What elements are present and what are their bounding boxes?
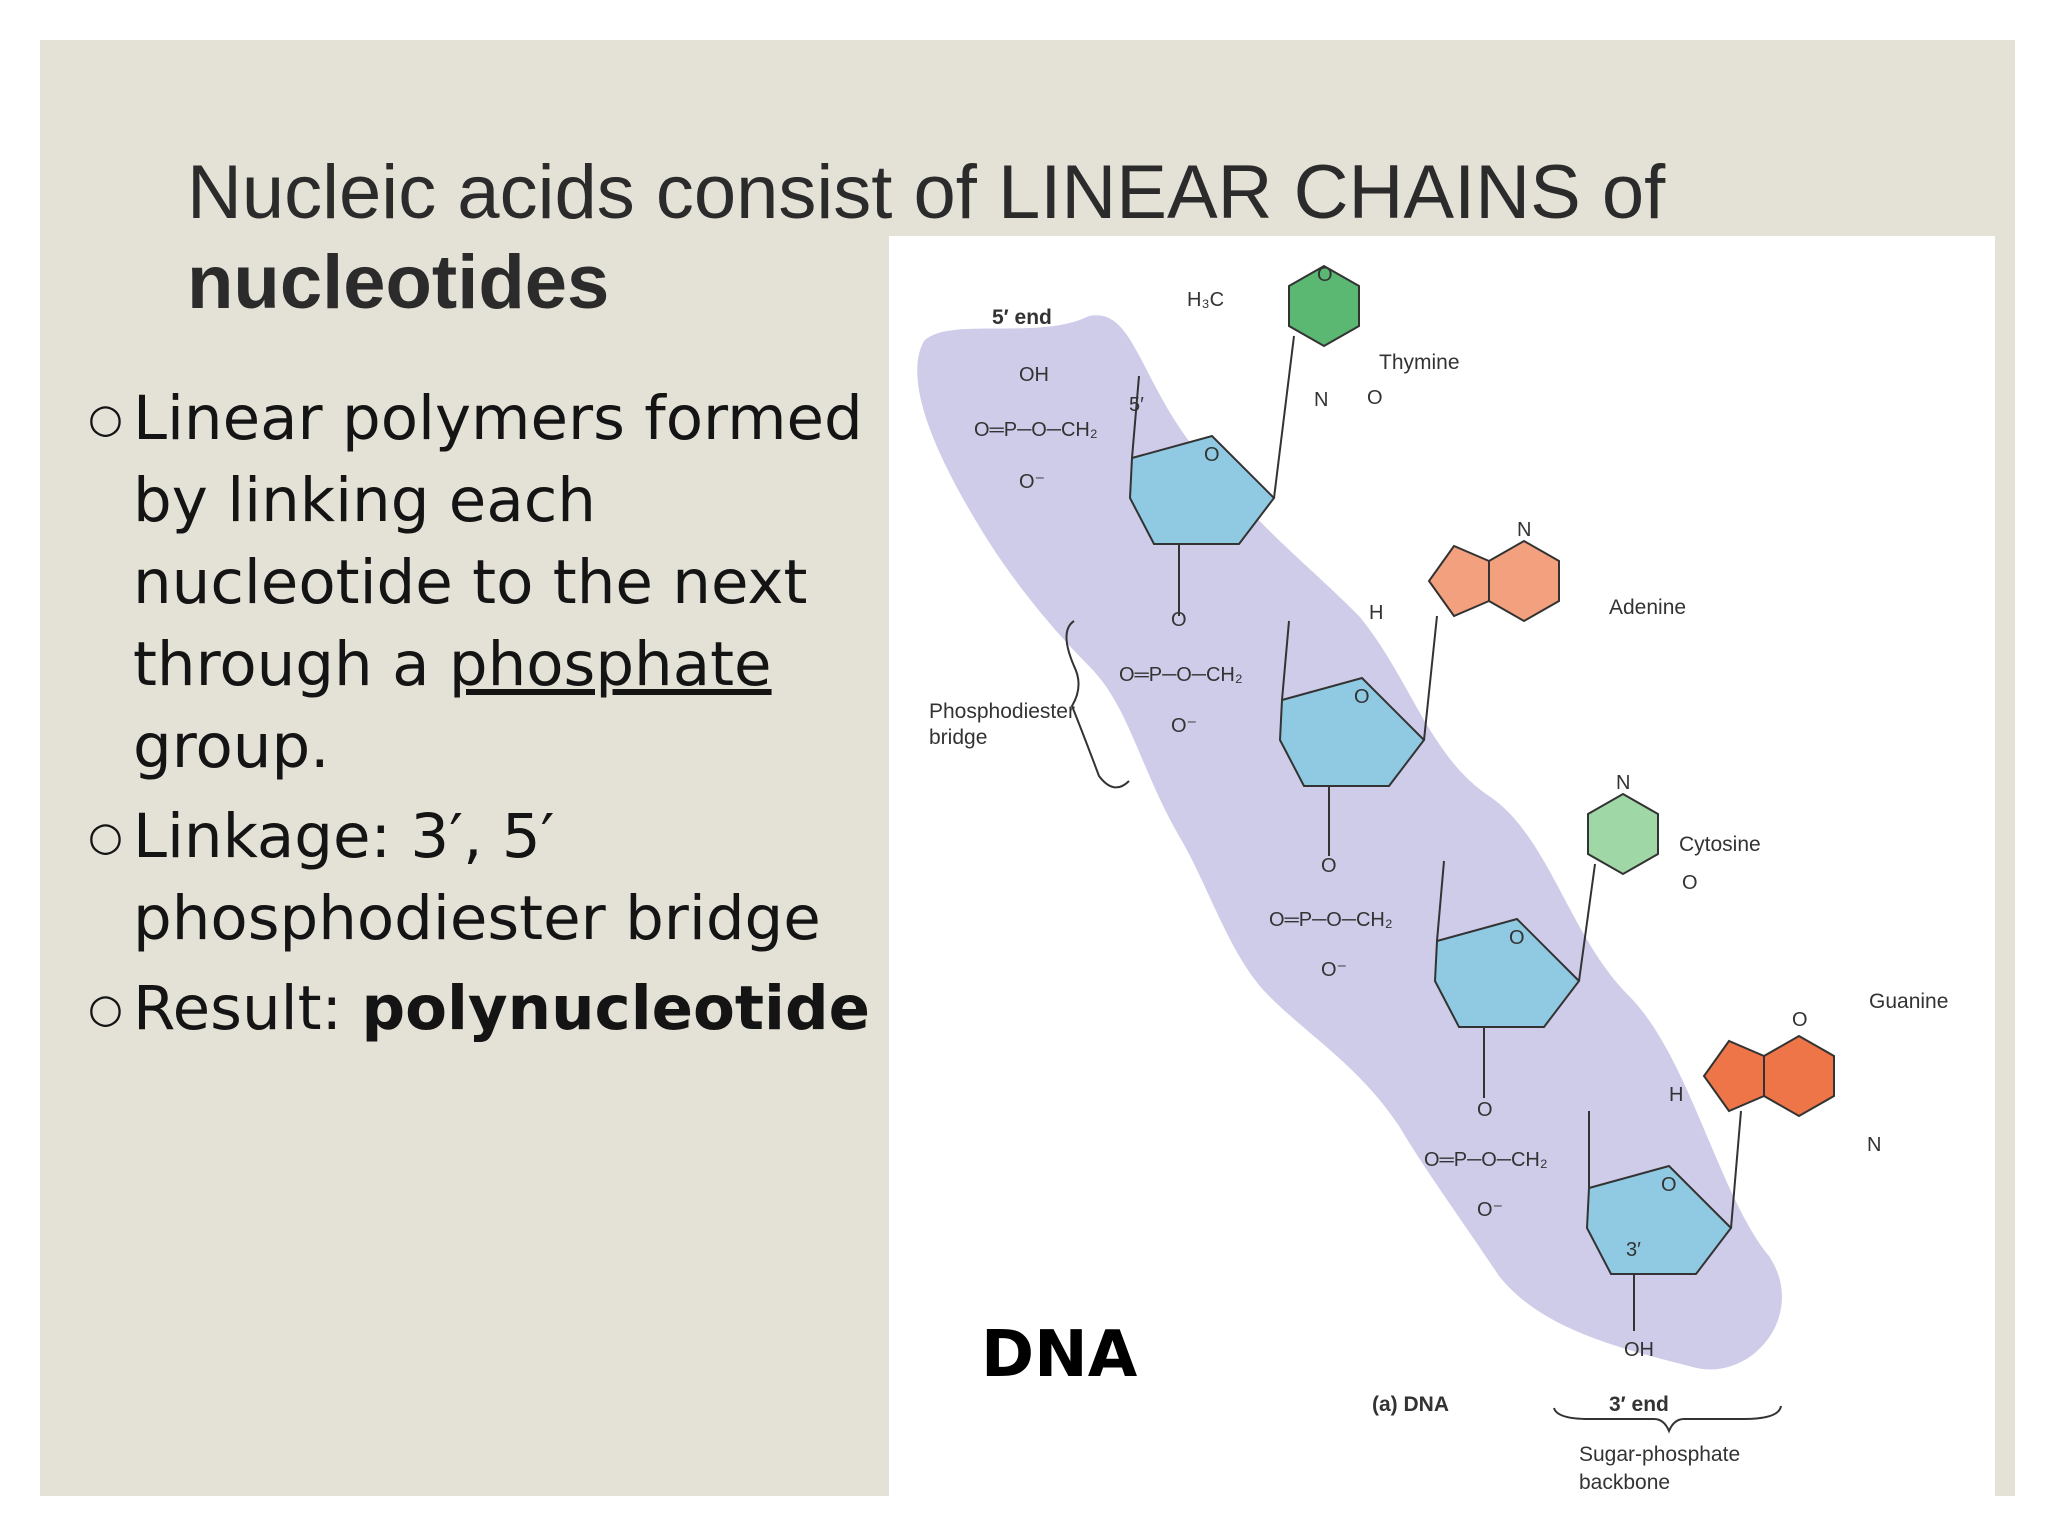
thymine-ring [1288, 264, 1360, 348]
bond-3 [1578, 863, 1596, 982]
sugar-ring-3 [1433, 917, 1581, 1028]
o-minus-4: O⁻ [1477, 1199, 1503, 1221]
bullet-2-text: Linkage: 3′, 5′ phosphodiester bridge [133, 801, 821, 954]
bond-1 [1273, 335, 1295, 499]
phosphate-group-3: O═P─O─CH₂ [1269, 909, 1393, 931]
o-bridge-3: O [1321, 855, 1337, 877]
thymine-h3c: H₃C [1187, 289, 1224, 311]
sugar-ring-2 [1278, 676, 1426, 787]
cytosine-o: O [1682, 872, 1698, 894]
bullet-circle-icon: ○ [88, 986, 123, 1032]
bullet-item-1: ○Linear polymers formed by linking each … [88, 378, 888, 788]
bullet-circle-icon: ○ [88, 396, 123, 442]
guanine-label: Guanine [1869, 990, 1948, 1013]
backbone-label-2: backbone [1579, 1471, 1670, 1494]
phosphate-group-1: O═P─O─CH₂ [974, 419, 1098, 441]
guanine-o: O [1792, 1009, 1808, 1031]
backbone-band [917, 315, 1782, 1370]
backbone-label-1: Sugar-phosphate [1579, 1443, 1740, 1466]
adenine-h: H [1369, 602, 1383, 624]
dna-structure-diagram [917, 315, 1782, 1370]
adenine-n-amino: N [1517, 519, 1531, 541]
caption-label: (a) DNA [1372, 1393, 1449, 1416]
bullet-1-end: group. [133, 711, 330, 782]
bullet-list: ○Linear polymers formed by linking each … [88, 378, 888, 1058]
title-line-2: nucleotides [187, 240, 610, 325]
adenine-label: Adenine [1609, 596, 1686, 619]
five-prime-mark: 5′ [1129, 394, 1144, 416]
sugar-o-2: O [1354, 686, 1370, 708]
bullet-1-text: Linear polymers formed by linking each n… [133, 383, 863, 700]
dna-detail-layer: 5′ end Thymine Adenine Cytosine Guanine … [929, 264, 1948, 1494]
bullet-item-3: ○Result: polynucleotide [88, 968, 888, 1050]
thymine-n: N [1314, 389, 1328, 411]
title-line-1: Nucleic acids consist of LINEAR CHAINS o… [187, 150, 1666, 235]
cytosine-n-amino: N [1616, 772, 1630, 794]
dna-big-label: DNA [981, 1318, 1138, 1392]
three-prime-mark: 3′ [1626, 1239, 1641, 1261]
bullet-item-2: ○Linkage: 3′, 5′ phosphodiester bridge [88, 796, 888, 960]
guanine-ring-6 [1763, 1034, 1835, 1118]
backbone-brace [1553, 1405, 1782, 1434]
bond-10 [1281, 620, 1290, 701]
sugar-ring-4 [1585, 1164, 1733, 1275]
oh-5prime: OH [1019, 364, 1049, 386]
dna-figure-panel: 5′ end Thymine Adenine Cytosine Guanine … [889, 236, 1995, 1500]
thymine-o-top: O [1317, 264, 1333, 286]
phosphate-group-2: O═P─O─CH₂ [1119, 664, 1243, 686]
o-minus-3: O⁻ [1321, 959, 1347, 981]
sugar-o-1: O [1204, 444, 1220, 466]
bond-9 [1131, 375, 1140, 459]
bond-4 [1730, 1110, 1742, 1229]
thymine-label: Thymine [1379, 351, 1460, 374]
o-minus-1: O⁻ [1019, 471, 1045, 493]
three-prime-end-label: 3′ end [1609, 1393, 1669, 1416]
phosphodiester-label-2: bridge [929, 726, 987, 749]
bullet-3-text: Result: [133, 973, 362, 1044]
five-prime-end-label: 5′ end [992, 306, 1052, 329]
bullet-3-bold: polynucleotide [361, 973, 870, 1044]
o-minus-2: O⁻ [1171, 715, 1197, 737]
sugar-o-3: O [1509, 927, 1525, 949]
thymine-o-side: O [1367, 387, 1383, 409]
sugar-ring-1 [1128, 434, 1276, 545]
bullet-circle-icon: ○ [88, 814, 123, 860]
adenine-ring-5 [1427, 544, 1490, 618]
oh-3prime: OH [1624, 1339, 1654, 1361]
guanine-ring-5 [1702, 1039, 1765, 1113]
phosphate-group-4: O═P─O─CH₂ [1424, 1149, 1548, 1171]
o-bridge-2: O [1171, 609, 1187, 631]
bond-11 [1436, 860, 1445, 942]
bond-2 [1423, 615, 1438, 741]
cytosine-ring [1587, 792, 1659, 876]
phosphate-link[interactable]: phosphate [448, 629, 772, 700]
guanine-h: H [1669, 1084, 1683, 1106]
slide-title: Nucleic acids consist of LINEAR CHAINS o… [187, 148, 1787, 328]
phosphodiester-brace [1065, 620, 1130, 789]
sugar-o-4: O [1661, 1174, 1677, 1196]
guanine-n-amino: N [1867, 1134, 1881, 1156]
adenine-ring-6 [1488, 539, 1560, 623]
cytosine-label: Cytosine [1679, 833, 1761, 856]
phosphodiester-label-1: Phosphodiester [929, 700, 1075, 723]
o-bridge-4: O [1477, 1099, 1493, 1121]
